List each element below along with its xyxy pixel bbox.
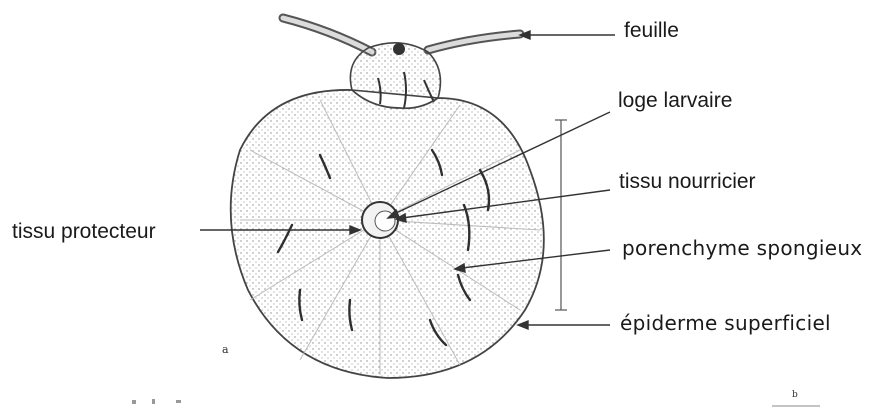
label-feuille: feuille	[624, 20, 679, 41]
scale-bar	[555, 120, 567, 310]
label-tissu-nourricier: tissu nourricier	[619, 171, 756, 192]
scale-mark: b	[792, 390, 798, 400]
leader-feuille	[520, 31, 615, 39]
bottom-edge-marks	[132, 399, 181, 404]
larval-chamber	[362, 202, 398, 238]
label-epiderme-superficiel: épiderme superficiel	[620, 313, 831, 333]
figure-letter: a	[222, 343, 229, 356]
label-loge-larvaire: loge larvaire	[618, 90, 732, 111]
label-tissu-protecteur: tissu protecteur	[12, 221, 156, 242]
leader-epiderme	[518, 321, 610, 329]
label-parenchyme-spongieux: porenchyme spongieux	[622, 238, 862, 258]
